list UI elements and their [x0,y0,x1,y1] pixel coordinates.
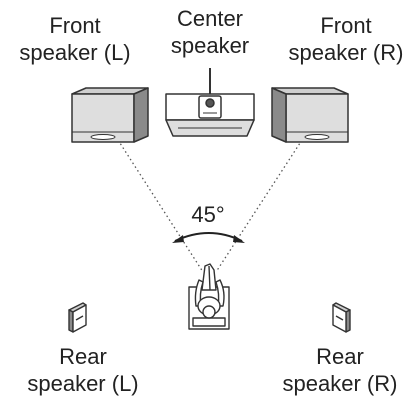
rear-speaker-right-icon [332,302,351,333]
center-speaker-label-line2: speaker [170,33,250,58]
front-speaker-left-label: Front speaker (L) [0,12,150,66]
rear-speaker-left-label-line2: speaker (L) [27,371,139,396]
front-speaker-left-driver [90,134,116,140]
center-speaker-label-line1: Center [176,6,244,31]
angle-arc-curve [174,232,243,242]
listening-guide-lines [117,139,303,273]
front-speaker-right-side [271,87,287,143]
center-speaker-icon [165,68,255,137]
front-speaker-right-label: Front speaker (R) [272,12,420,66]
rear-speaker-right-label-line2: speaker (R) [282,371,398,396]
rear-speaker-left-label: Rear speaker (L) [0,343,166,397]
rear-speaker-left-icon [68,302,87,333]
front-speaker-left-label-line2: speaker (L) [19,40,131,65]
angle-arc-arrow-right [233,235,245,243]
front-speaker-right-driver [304,134,330,140]
front-speaker-left-side [133,87,149,143]
angle-label: 45° [191,202,225,227]
rear-speaker-right-label-line1: Rear [316,344,364,369]
rear-speaker-right-label: Rear speaker (R) [262,343,418,397]
guide-line-left [117,139,204,273]
angle-arc [172,232,245,243]
center-speaker-label: Center speaker [138,5,282,59]
front-speaker-right-icon [271,87,349,143]
rear-speaker-left-label-line1: Rear [59,344,107,369]
front-speaker-right-label-line2: speaker (R) [288,40,404,65]
angle-arc-arrow-left [172,235,184,243]
listener-icon [188,263,230,330]
listener-head [202,305,216,319]
front-speaker-right-label-line1: Front [320,13,372,38]
front-speaker-left-label-line1: Front [49,13,101,38]
guide-line-right [215,139,303,273]
front-speaker-left-icon [71,87,149,143]
